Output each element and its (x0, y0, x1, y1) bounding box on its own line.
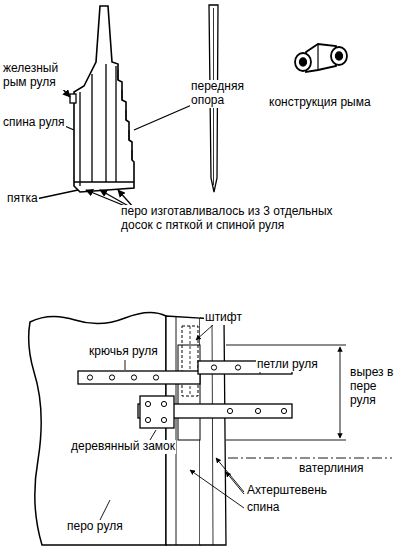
drawing-stroke (317, 44, 318, 70)
drawing-stroke (182, 326, 198, 396)
part-label: железный рым руля (2, 62, 68, 90)
part-label: передняя опора (190, 80, 256, 108)
drawing-stroke (228, 458, 392, 459)
drawing-stroke (100, 500, 110, 520)
part-label: деревянный замок (70, 440, 176, 454)
drawing-stroke (166, 316, 200, 545)
drawing-stroke (200, 318, 226, 545)
drawing-stroke (79, 92, 80, 186)
drawing-stroke (216, 458, 244, 492)
drawing-stroke (118, 70, 132, 160)
drawing-stroke (295, 53, 311, 71)
drawing-stroke (91, 74, 92, 182)
drawing-stroke (226, 345, 346, 440)
drawing-stroke (145, 401, 150, 406)
drawing-stroke (78, 371, 200, 384)
drawing-stroke (145, 417, 150, 422)
part-label: пятка (6, 192, 39, 206)
drawing-stroke (161, 417, 166, 422)
drawing-stroke (153, 375, 158, 380)
hinge-detail (29, 312, 392, 545)
drawing-stroke (255, 408, 260, 413)
drawing-stroke (140, 396, 174, 428)
drawing-stroke (300, 58, 307, 66)
drawing-stroke (125, 360, 126, 370)
drawing-stroke (105, 64, 106, 182)
drawing-stroke (336, 52, 343, 60)
drawing-stroke (340, 347, 341, 392)
part-label: ватерлиния (298, 462, 364, 476)
drawing-stroke (340, 392, 341, 438)
part-label: вырез в пере руля (349, 366, 397, 407)
part-label: конструкция рыма (268, 96, 372, 110)
drawing-stroke (131, 375, 136, 380)
drawing-stroke (211, 365, 216, 370)
drawing-stroke (150, 430, 156, 440)
part-label: петли руля (256, 358, 319, 372)
drawing-stroke (29, 312, 166, 545)
drawing-stroke (260, 372, 261, 374)
part-label: Ахтерштевень (246, 484, 328, 498)
drawing-stroke (281, 408, 286, 413)
part-label: перо руля (66, 520, 124, 534)
drawing-stroke (178, 345, 200, 440)
drawing-stroke (87, 365, 286, 423)
drawing-stroke (74, 181, 134, 182)
part-label: спина руля (2, 116, 66, 130)
drawing-stroke (235, 365, 240, 370)
part-label: спина (246, 501, 281, 515)
drawing-stroke (87, 375, 92, 380)
drawing-stroke (109, 375, 114, 380)
part-label: штифт (204, 311, 243, 325)
drawing-stroke (227, 408, 232, 413)
drawing-stroke (212, 319, 213, 545)
drawing-stroke (115, 66, 116, 182)
drawing-stroke (70, 94, 76, 103)
drawing-stroke (226, 472, 244, 494)
drawing-stroke (176, 316, 177, 545)
drawing-stroke (196, 324, 214, 340)
drawing-stroke (190, 470, 244, 508)
drawing-stroke (134, 104, 194, 130)
drawing-stroke (161, 401, 166, 406)
part-label: крючья руля (88, 345, 159, 359)
drawing-stroke (331, 47, 347, 65)
drawing-stroke (190, 326, 191, 396)
drawing-stroke (36, 190, 78, 199)
drawing-stroke (74, 6, 134, 192)
part-label: перо изготавливалось из 3 отдельных досо… (120, 205, 360, 233)
